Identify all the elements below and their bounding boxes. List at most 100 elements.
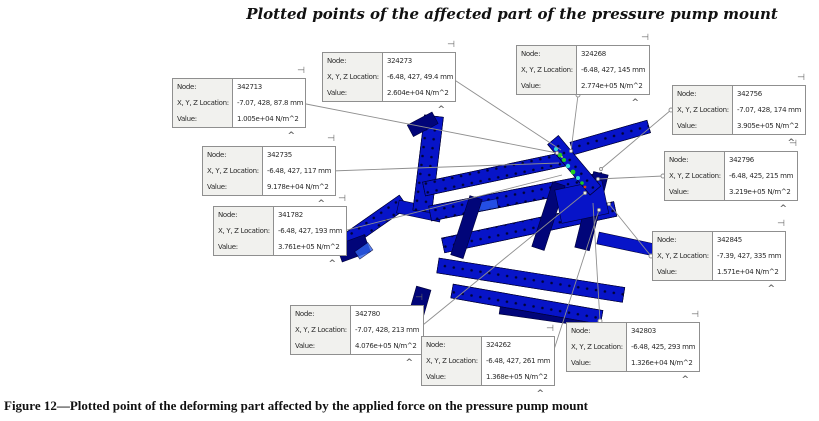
- node-callout-342845[interactable]: ⊣ Node: 342845 X, Y, Z Location: -7.39, …: [652, 219, 786, 294]
- node-label: Node:: [665, 152, 725, 168]
- node-callout-341782[interactable]: ⊣ Node: 341782 X, Y, Z Location: -6.48, …: [213, 194, 347, 269]
- pin-icon[interactable]: ⊣: [447, 40, 455, 50]
- caret-handle-icon[interactable]: ^: [328, 259, 336, 269]
- node-label: Node:: [291, 306, 351, 322]
- caret-handle-icon[interactable]: ^: [317, 199, 325, 209]
- pin-icon[interactable]: ⊣: [338, 194, 346, 204]
- pin-icon[interactable]: ⊣: [691, 310, 699, 320]
- value-value: 3.761e+05 N/m^2: [278, 243, 340, 251]
- caret-handle-icon[interactable]: ^: [767, 284, 775, 294]
- location-value: -6.48, 427, 117 mm: [267, 167, 332, 175]
- callout-table: Node: 342756 X, Y, Z Location: -7.07, 42…: [673, 86, 805, 134]
- caret-handle-icon[interactable]: ^: [681, 375, 689, 385]
- node-callout-342713[interactable]: ⊣ Node: 342713 X, Y, Z Location: -7.07, …: [172, 66, 306, 141]
- location-label: X, Y, Z Location:: [665, 168, 725, 184]
- value-value: 1.368e+05 N/m^2: [486, 373, 548, 381]
- node-callout-324262[interactable]: ⊣ Node: 324262 X, Y, Z Location: -6.48, …: [421, 324, 555, 399]
- value-value: 9.178e+04 N/m^2: [267, 183, 329, 191]
- node-label: Node:: [214, 207, 274, 223]
- value-value: 1.571e+04 N/m^2: [717, 268, 779, 276]
- location-value: -7.07, 428, 174 mm: [737, 106, 802, 114]
- value-label: Value:: [665, 184, 725, 200]
- location-label: X, Y, Z Location:: [173, 95, 233, 111]
- pin-icon[interactable]: ⊣: [415, 293, 423, 303]
- value-label: Value:: [673, 118, 733, 134]
- pin-icon[interactable]: ⊣: [327, 134, 335, 144]
- value-label: Value:: [653, 264, 713, 280]
- location-label: X, Y, Z Location:: [422, 353, 482, 369]
- callout-table: Node: 324262 X, Y, Z Location: -6.48, 42…: [422, 337, 554, 385]
- node-label: Node:: [422, 337, 482, 353]
- node-value: 342796: [729, 156, 754, 164]
- location-value: -6.48, 425, 293 mm: [631, 343, 696, 351]
- location-label: X, Y, Z Location:: [323, 69, 383, 85]
- node-label: Node:: [517, 46, 577, 62]
- location-value: -6.48, 425, 215 mm: [729, 172, 794, 180]
- location-value: -7.07, 428, 213 mm: [355, 326, 420, 334]
- callout-table: Node: 342713 X, Y, Z Location: -7.07, 42…: [173, 79, 305, 127]
- node-label: Node:: [567, 323, 627, 339]
- pin-icon[interactable]: ⊣: [789, 139, 797, 149]
- caret-handle-icon[interactable]: ^: [779, 204, 787, 214]
- callout-table: Node: 342803 X, Y, Z Location: -6.48, 42…: [567, 323, 699, 371]
- caret-handle-icon[interactable]: ^: [405, 358, 413, 368]
- value-label: Value:: [214, 239, 274, 255]
- node-label: Node:: [203, 147, 263, 163]
- pin-icon[interactable]: ⊣: [297, 66, 305, 76]
- caret-handle-icon[interactable]: ^: [787, 138, 795, 148]
- location-value: -6.48, 427, 261 mm: [486, 357, 551, 365]
- callout-table: Node: 341782 X, Y, Z Location: -6.48, 42…: [214, 207, 346, 255]
- node-value: 341782: [278, 211, 303, 219]
- caret-handle-icon[interactable]: ^: [536, 389, 544, 399]
- callout-table: Node: 342796 X, Y, Z Location: -6.48, 42…: [665, 152, 797, 200]
- node-callout-342780[interactable]: ⊣ Node: 342780 X, Y, Z Location: -7.07, …: [290, 293, 424, 368]
- value-value: 3.905e+05 N/m^2: [737, 122, 799, 130]
- pin-icon[interactable]: ⊣: [546, 324, 554, 334]
- node-label: Node:: [673, 86, 733, 102]
- node-value: 324262: [486, 341, 511, 349]
- stress-concentration: [554, 147, 587, 189]
- node-value: 342713: [237, 83, 262, 91]
- value-label: Value:: [173, 111, 233, 127]
- caret-handle-icon[interactable]: ^: [631, 98, 639, 108]
- value-value: 2.604e+04 N/m^2: [387, 89, 449, 97]
- pump-mount-model: [335, 111, 657, 329]
- figure-caption: Figure 12—Plotted point of the deforming…: [4, 398, 589, 413]
- node-label: Node:: [653, 232, 713, 248]
- caret-handle-icon[interactable]: ^: [287, 131, 295, 141]
- node-label: Node:: [173, 79, 233, 95]
- callout-table: Node: 342780 X, Y, Z Location: -7.07, 42…: [291, 306, 423, 354]
- node-value: 342780: [355, 310, 380, 318]
- location-value: -6.48, 427, 145 mm: [581, 66, 646, 74]
- value-value: 4.076e+05 N/m^2: [355, 342, 417, 350]
- node-value: 342803: [631, 327, 656, 335]
- pin-icon[interactable]: ⊣: [777, 219, 785, 229]
- node-callout-342796[interactable]: ⊣ Node: 342796 X, Y, Z Location: -6.48, …: [664, 139, 798, 214]
- value-label: Value:: [422, 369, 482, 385]
- location-value: -6.48, 427, 193 mm: [278, 227, 343, 235]
- location-label: X, Y, Z Location:: [673, 102, 733, 118]
- node-callout-324268[interactable]: ⊣ Node: 324268 X, Y, Z Location: -6.48, …: [516, 33, 650, 108]
- node-label: Node:: [323, 53, 383, 69]
- node-callout-342735[interactable]: ⊣ Node: 342735 X, Y, Z Location: -6.48, …: [202, 134, 336, 209]
- node-callout-324273[interactable]: ⊣ Node: 324273 X, Y, Z Location: -6.48, …: [322, 40, 456, 115]
- location-label: X, Y, Z Location:: [567, 339, 627, 355]
- location-value: -6.48, 427, 49.4 mm: [387, 73, 454, 81]
- location-label: X, Y, Z Location:: [203, 163, 263, 179]
- location-value: -7.39, 427, 335 mm: [717, 252, 782, 260]
- node-value: 342735: [267, 151, 292, 159]
- location-label: X, Y, Z Location:: [653, 248, 713, 264]
- location-value: -7.07, 428, 87.8 mm: [237, 99, 304, 107]
- location-label: X, Y, Z Location:: [517, 62, 577, 78]
- pin-icon[interactable]: ⊣: [641, 33, 649, 43]
- caret-handle-icon[interactable]: ^: [437, 105, 445, 115]
- value-label: Value:: [291, 338, 351, 354]
- node-callout-342756[interactable]: ⊣ Node: 342756 X, Y, Z Location: -7.07, …: [672, 73, 806, 148]
- callout-table: Node: 324268 X, Y, Z Location: -6.48, 42…: [517, 46, 649, 94]
- callout-table: Node: 342735 X, Y, Z Location: -6.48, 42…: [203, 147, 335, 195]
- location-label: X, Y, Z Location:: [291, 322, 351, 338]
- value-label: Value:: [567, 355, 627, 371]
- pin-icon[interactable]: ⊣: [797, 73, 805, 83]
- node-callout-342803[interactable]: ⊣ Node: 342803 X, Y, Z Location: -6.48, …: [566, 310, 700, 385]
